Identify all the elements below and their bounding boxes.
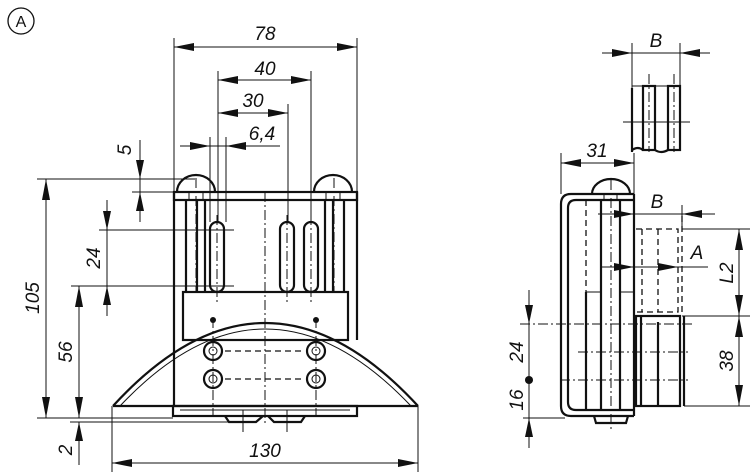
dim-knuckle-height: 5	[115, 144, 136, 155]
front-view: 78 40 30 6,4 5 24	[23, 24, 419, 472]
detail-view: B	[602, 31, 710, 154]
dim-slot-pitch: 30	[242, 91, 264, 112]
side-bracket-inner	[566, 198, 634, 412]
dim-slot-length: 24	[84, 247, 105, 269]
dim-hole-spacing: 24	[507, 341, 528, 363]
dim-detail-width-b: B	[650, 31, 663, 52]
dim-leaf-length: L2	[717, 262, 738, 284]
dim-slot-span: 40	[254, 59, 276, 80]
dim-slot-bottom-height: 56	[56, 341, 77, 363]
knuckle-left	[175, 173, 217, 193]
base-dome-outer	[112, 322, 419, 407]
base-plate	[171, 404, 359, 418]
screw-holes	[202, 317, 327, 416]
dim-side-offset-a: A	[690, 243, 704, 264]
hinge-lower-block	[181, 290, 350, 342]
side-leaf-hidden	[636, 228, 679, 313]
dim-slot-width: 6,4	[249, 124, 275, 145]
dim-side-depth: 31	[586, 141, 607, 162]
view-label-text: A	[16, 14, 27, 31]
dim-hole-bottom-offset: 16	[507, 389, 528, 411]
side-knuckle	[590, 177, 632, 195]
dim-base-offset: 2	[56, 444, 77, 456]
dim-lower-leaf-height: 38	[717, 350, 738, 372]
dim-base-width: 130	[249, 441, 281, 462]
side-view: 31 B A L2 38 24 16	[507, 141, 750, 448]
base-dome-inner	[119, 328, 412, 407]
view-label: A	[7, 7, 35, 35]
side-bracket-outer	[559, 192, 634, 418]
knuckle-right	[312, 173, 354, 193]
dim-side-offset-b: B	[651, 192, 664, 213]
view-label-circle	[7, 7, 35, 35]
dim-overall-width: 78	[254, 24, 276, 45]
dim-overall-height: 105	[23, 282, 44, 314]
